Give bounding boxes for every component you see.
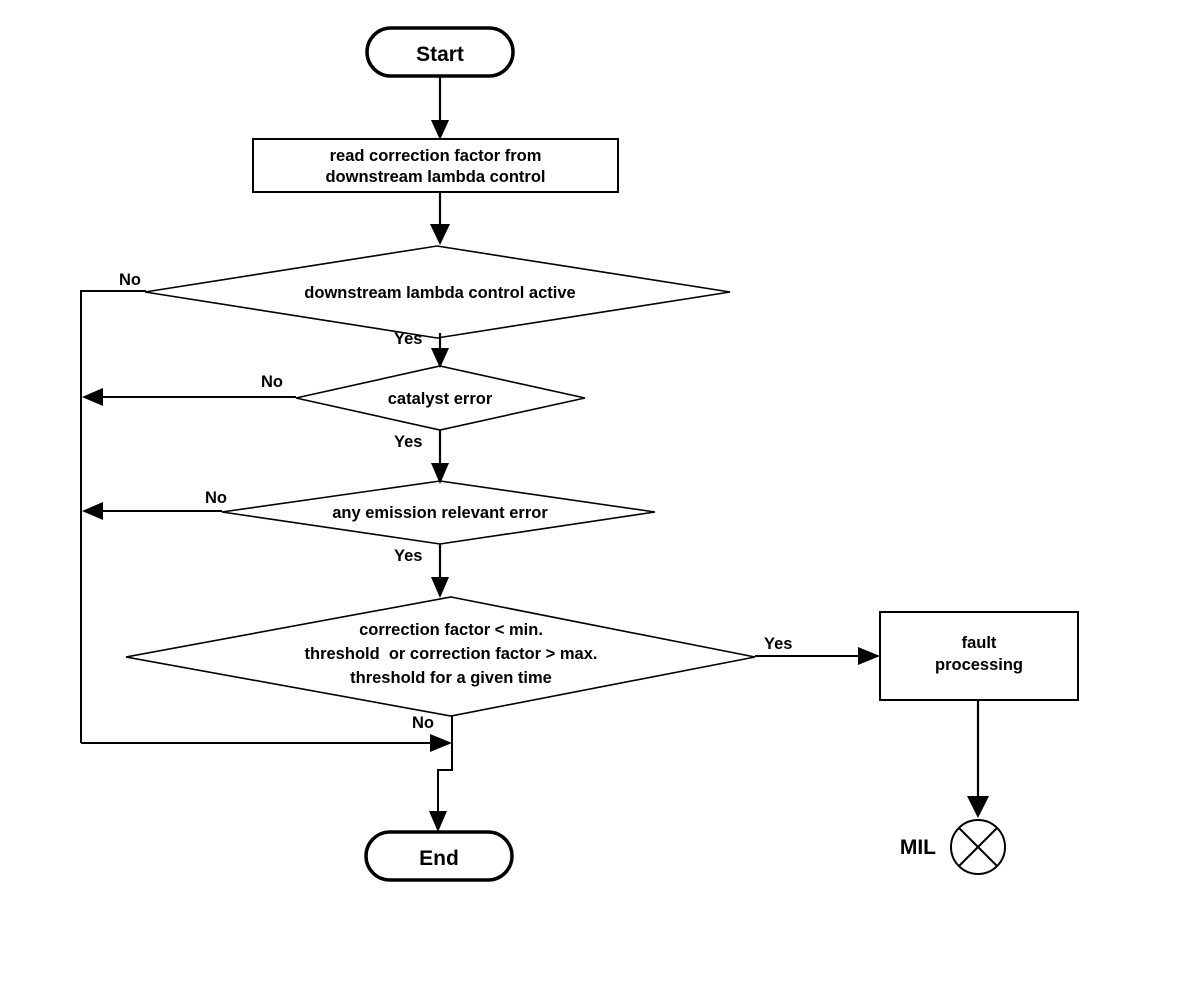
decision-threshold-box[interactable]: correction factor < min. threshold or co…: [241, 620, 661, 700]
arrowhead-loop-join: [430, 734, 452, 752]
arrowhead-start-to-read: [431, 120, 449, 140]
decision-active-shape: [144, 245, 731, 339]
start-terminator-shape: [365, 26, 515, 78]
connector-threshold-no: [437, 716, 453, 818]
fault-process-line1: fault: [961, 634, 997, 652]
branch-label-catalyst-yes: Yes: [394, 433, 423, 451]
branch-label-threshold-yes: Yes: [764, 635, 793, 653]
decision-catalyst-shape: [295, 365, 586, 431]
fault-process-box[interactable]: fault processing: [880, 612, 1078, 700]
branch-label-threshold-no: No: [412, 714, 434, 732]
connector-active-no-loop: [80, 290, 146, 743]
arrowhead-read-to-active: [430, 224, 450, 245]
branch-label-active-no: No: [119, 271, 141, 289]
fault-process-line2: processing: [934, 656, 1024, 674]
arrowhead-active-to-catalyst: [431, 348, 449, 368]
arrowhead-emission-to-threshold: [431, 577, 449, 598]
decision-threshold-line2: threshold or correction factor > max.: [304, 645, 598, 663]
arrowhead-fault-to-mil: [967, 796, 989, 818]
arrowhead-to-end: [429, 811, 447, 832]
decision-emission-shape: [221, 480, 656, 545]
mil-lamp-cross-b: [958, 827, 998, 867]
decision-threshold-line3: threshold for a given time: [350, 669, 552, 687]
branch-label-emission-no: No: [205, 489, 227, 507]
read-process-line1: read correction factor from: [329, 147, 542, 165]
arrowhead-catalyst-to-emission: [431, 463, 449, 484]
arrowhead-catalyst-no: [82, 388, 103, 406]
arrowhead-threshold-to-fault: [858, 647, 880, 665]
end-terminator-shape: [364, 830, 514, 882]
fault-process-shape: [879, 611, 1079, 701]
branch-label-emission-yes: Yes: [394, 547, 423, 565]
decision-threshold-line1: correction factor < min.: [359, 621, 543, 639]
branch-label-catalyst-no: No: [261, 373, 283, 391]
read-process-shape: [252, 138, 619, 193]
arrowhead-emission-no: [82, 502, 103, 520]
branch-label-active-yes: Yes: [394, 330, 423, 348]
read-process-line2: downstream lambda control: [325, 168, 546, 186]
read-process-box[interactable]: read correction factor from downstream l…: [253, 139, 618, 192]
